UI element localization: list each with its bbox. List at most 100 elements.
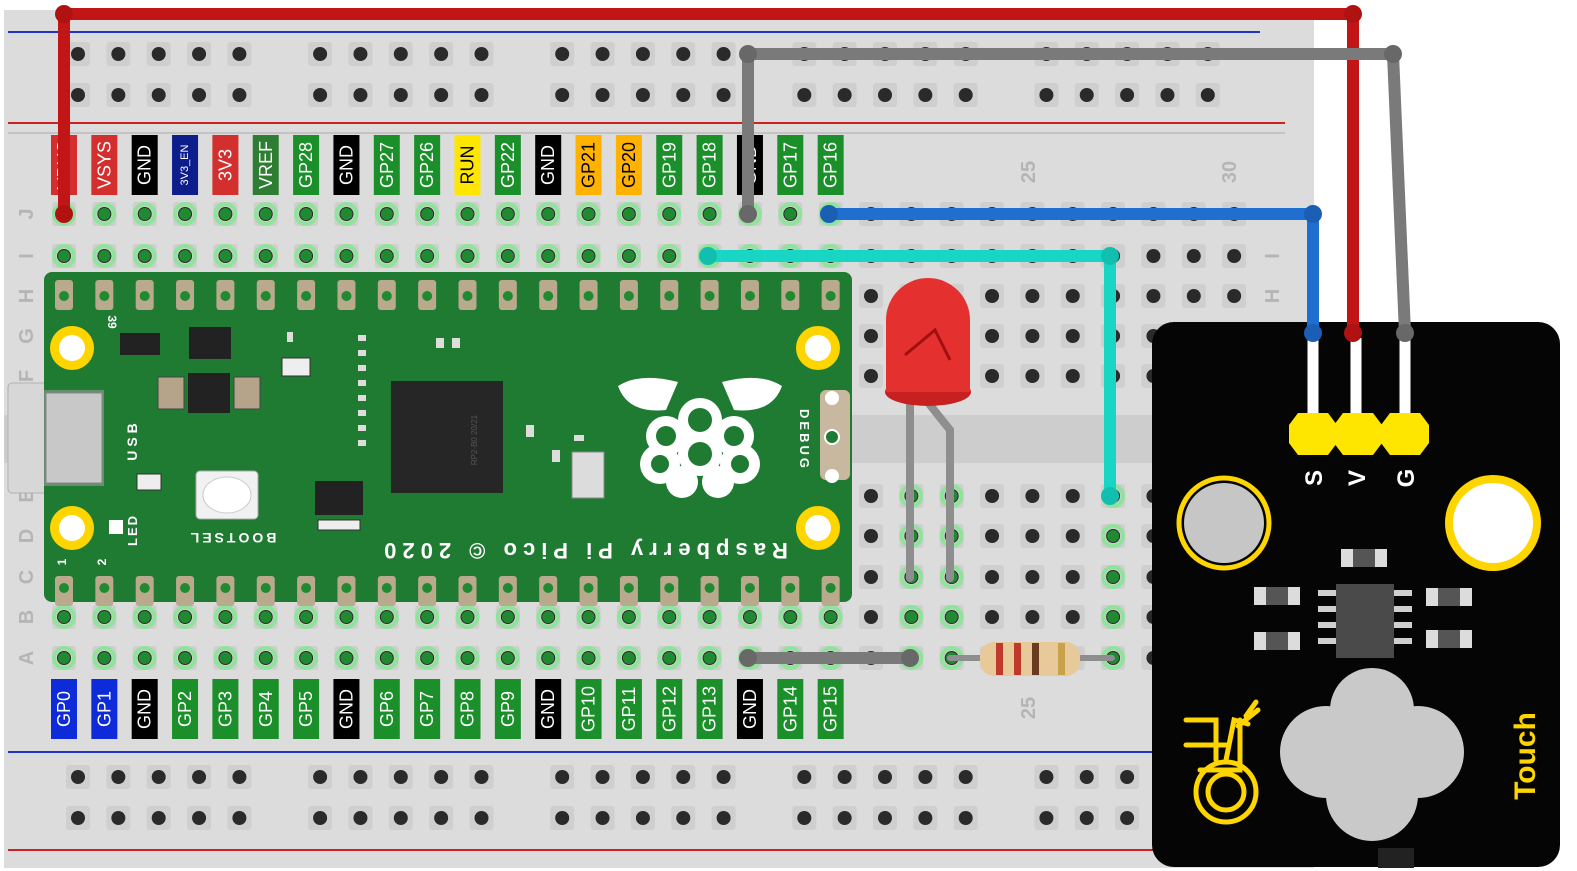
rail-hole: [232, 770, 247, 784]
connected-hole: [259, 652, 272, 664]
pico-pin-hole: [381, 291, 392, 301]
connected-hole-highlight: [1101, 565, 1126, 589]
rail-hole: [71, 88, 85, 102]
top-pin-label: VSYS: [94, 141, 114, 189]
bottom-pin-label: GP10: [579, 686, 599, 732]
pico-pin-hole: [59, 583, 69, 593]
connected-hole: [259, 250, 272, 262]
rail-hole: [676, 88, 691, 102]
bottom-pin-label: GP14: [780, 686, 800, 732]
connected-hole-highlight: [213, 646, 238, 670]
capacitor: [157, 376, 185, 410]
rail-hole: [434, 770, 449, 784]
bottom-pin-label-bg: [494, 679, 521, 739]
connected-hole-highlight: [92, 646, 117, 670]
touch-pin-v-label: V: [1344, 470, 1371, 486]
bottom-pin-label-bg: [293, 679, 320, 739]
top-pin-label-bg: [494, 135, 521, 195]
bottom-pin-label-bg: [172, 679, 199, 739]
rail-hole: [918, 88, 933, 102]
pico-pin-hole: [180, 583, 191, 593]
top-pin-label-bg: [333, 135, 360, 195]
terminal-hole: [864, 369, 878, 383]
bottom-pin-label-bg: [131, 679, 158, 739]
connected-hole-highlight: [576, 646, 601, 670]
bottom-pin-label: GP4: [256, 691, 276, 727]
connected-hole: [501, 652, 514, 664]
connected-hole-highlight: [939, 605, 964, 629]
touch-pad[interactable]: [1280, 668, 1464, 841]
connected-hole-highlight: [697, 605, 722, 629]
row-label: A: [16, 651, 38, 665]
connected-hole: [663, 652, 676, 664]
mounting-hole-icon: [50, 326, 840, 550]
bottom-pin-label-bg: [51, 679, 77, 739]
bottom-pin-label: GP12: [659, 686, 679, 732]
connected-hole-highlight: [173, 646, 198, 670]
touch-pin-g-label: G: [1393, 469, 1420, 488]
connected-hole: [340, 652, 353, 664]
connected-hole-highlight: [778, 202, 803, 226]
pico-pin-hole: [664, 291, 675, 301]
bottom-pin-label: GP13: [700, 686, 720, 732]
touch-module-cable-stub: [1378, 848, 1414, 868]
touch-smd-parts: [1254, 549, 1472, 650]
rail-hole: [434, 811, 449, 825]
bottom-pin-label-bg: [736, 679, 763, 739]
rail-hole: [716, 47, 731, 61]
connected-hole: [582, 250, 595, 262]
connected-hole-highlight: [455, 202, 480, 226]
bottom-pin-label: GP11: [619, 687, 639, 732]
connected-hole-highlight: [576, 244, 601, 268]
row-label: F: [16, 370, 38, 382]
bottom-pin-label-bg: [333, 679, 360, 739]
connected-hole: [905, 611, 918, 623]
terminal-hole: [864, 329, 878, 343]
connected-hole-highlight: [213, 605, 238, 629]
connected-hole-highlight: [52, 244, 76, 268]
rail-hole: [434, 88, 449, 102]
pico-pin-hole: [462, 291, 473, 301]
terminal-hole: [1186, 249, 1201, 263]
connected-hole: [380, 250, 393, 262]
rail-hole: [595, 88, 610, 102]
rail-hole: [595, 770, 610, 784]
top-pin-label-bg: [212, 135, 239, 195]
terminal-hole: [864, 610, 878, 624]
terminal-hole: [1065, 529, 1080, 543]
terminal-hole: [864, 570, 878, 584]
connected-hole-highlight: [495, 202, 520, 226]
row-label: B: [16, 610, 38, 624]
bootsel-button-cap: [202, 476, 252, 514]
bottom-pin-label-bg: [777, 679, 804, 739]
row-label: I: [1262, 253, 1284, 259]
row-label: C: [16, 570, 38, 584]
rail-hole: [313, 88, 328, 102]
terminal-hole: [985, 489, 1000, 503]
bottom-pin-label: GP5: [296, 691, 316, 727]
rail-hole: [555, 47, 570, 61]
terminal-hole: [1065, 570, 1080, 584]
rail-hole: [474, 770, 489, 784]
pico-pin-hole: [623, 583, 634, 593]
connected-hole-highlight: [495, 244, 520, 268]
connected-hole: [945, 611, 958, 623]
pin-2-label: 2: [95, 558, 109, 565]
bootsel-label: BOOTSEL: [188, 530, 277, 546]
connected-hole: [138, 611, 151, 623]
terminal-hole: [1227, 249, 1242, 263]
pico-pin-hole: [502, 291, 513, 301]
rail-hole: [313, 770, 328, 784]
rail-hole: [71, 770, 85, 784]
usb-connector-shell: [45, 392, 103, 484]
connected-hole-highlight: [536, 202, 561, 226]
rail-hole: [474, 47, 489, 61]
smd-resistor-array: [287, 332, 584, 462]
bottom-pin-label-bg: [817, 679, 844, 739]
connected-hole: [784, 208, 797, 220]
rail-hole: [232, 47, 247, 61]
connected-hole: [501, 611, 514, 623]
connected-hole: [340, 208, 353, 220]
bottom-pin-label-bg: [454, 679, 481, 739]
